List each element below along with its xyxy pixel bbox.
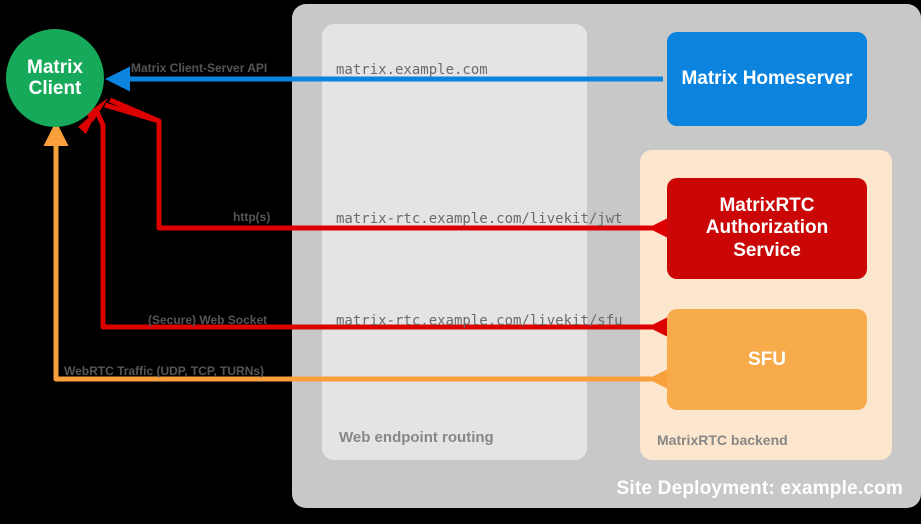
- arrow-webrtc-traffic: [43, 120, 673, 392]
- matrix-client-label-line2: Client: [28, 78, 82, 99]
- matrixrtc-auth-label-line2: Authorization: [705, 217, 829, 239]
- matrix-homeserver-label: Matrix Homeserver: [681, 68, 853, 89]
- arrow-secure-web-socket: [94, 110, 673, 340]
- node-sfu[interactable]: SFU: [667, 309, 867, 410]
- matrixrtc-auth-label-line3: Service: [733, 239, 801, 261]
- sfu-label: SFU: [748, 348, 786, 370]
- web-endpoint-routing-label: Web endpoint routing: [339, 429, 494, 446]
- node-matrix-client[interactable]: Matrix Client: [6, 29, 104, 127]
- connection-label-https: http(s): [233, 210, 271, 224]
- connection-label-secure-web-socket: (Secure) Web Socket: [148, 313, 268, 327]
- endpoint-label-livekit-jwt: matrix-rtc.example.com/livekit/jwt: [336, 211, 623, 227]
- matrixrtc-backend-label: MatrixRTC backend: [657, 432, 788, 448]
- node-matrixrtc-authorization-service[interactable]: MatrixRTC Authorization Service: [667, 178, 867, 279]
- node-matrix-homeserver[interactable]: Matrix Homeserver: [667, 32, 867, 126]
- arrow-https: [104, 97, 681, 241]
- arrowhead-into-client: [78, 98, 108, 134]
- site-deployment-label: Site Deployment: example.com: [616, 478, 903, 499]
- matrixrtc-auth-label-line1: MatrixRTC: [719, 194, 815, 216]
- zone-web-endpoint-routing: Web endpoint routing: [322, 24, 587, 460]
- connection-label-matrix-client-server-api: Matrix Client-Server API: [131, 61, 268, 75]
- endpoint-label-matrix: matrix.example.com: [336, 62, 488, 78]
- matrix-client-label-line1: Matrix: [27, 56, 83, 78]
- connection-label-webrtc-traffic: WebRTC Traffic (UDP, TCP, TURNs): [64, 364, 265, 378]
- endpoint-label-livekit-sfu: matrix-rtc.example.com/livekit/sfu: [336, 313, 623, 329]
